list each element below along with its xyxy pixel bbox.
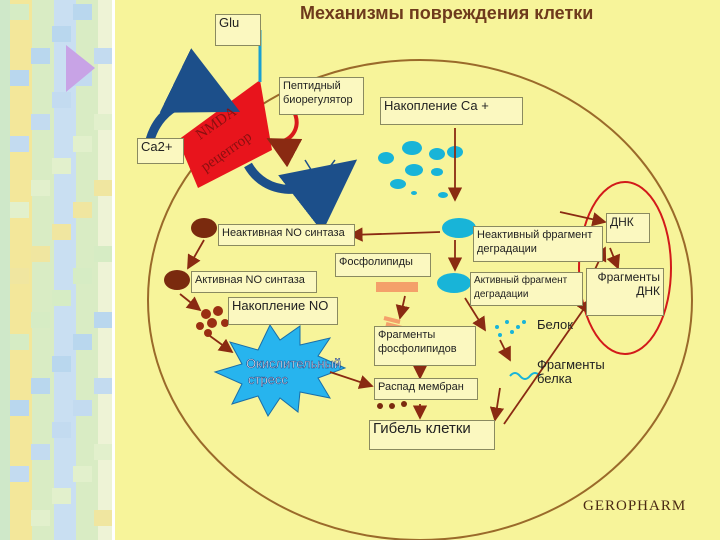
stripe-tile (31, 180, 50, 196)
cell-death-box: Гибель клетки (369, 420, 495, 450)
stripe-tile (31, 510, 50, 526)
stripe-tile (94, 444, 113, 460)
active-no-box: Активная NO синтаза (191, 271, 317, 293)
arrow-inactive-to-dna (559, 211, 607, 227)
phospholipid-bar (376, 282, 418, 292)
arrow-dna-to-death (503, 298, 592, 425)
cell-outline (147, 59, 693, 540)
stripe-tile (94, 48, 113, 64)
arrow-to-phospho-fragments (395, 295, 410, 320)
arrow-to-no-accum (179, 293, 202, 312)
stripe-tile (73, 400, 92, 416)
inactive-fragment-box: Неактивный фрагмент деградации (473, 226, 603, 262)
blocked-line-2 (304, 159, 336, 201)
phospholipid-fragments-box: Фрагменты фосфолипидов (374, 326, 476, 366)
decorative-stripe (0, 0, 115, 540)
stripe-tile (10, 268, 29, 284)
peptide-box: Пептидный биорегулятор (279, 77, 364, 115)
protein-fragments-wave (509, 372, 541, 380)
dna-fragments-box: Фрагменты ДНК (586, 268, 664, 316)
stripe-tile (31, 444, 50, 460)
dna-box: ДНК (606, 213, 650, 243)
inactive-fragment-dot (442, 218, 476, 238)
stripe-tile (94, 180, 113, 196)
stripe-tile (10, 70, 29, 86)
stripe-graphic (0, 0, 115, 540)
stripe-tile (31, 378, 50, 394)
protein-label: Белок (537, 317, 573, 332)
stripe-tile (10, 400, 29, 416)
calcium-ions (378, 141, 463, 198)
triangle-icon (66, 45, 95, 92)
stripe-tile (73, 136, 92, 152)
stripe-tile (94, 510, 113, 526)
arrow-activate-no (187, 239, 205, 270)
stripe-tile (52, 158, 71, 174)
ca-flow-arrow (244, 159, 358, 233)
active-fragment-dot (437, 273, 471, 293)
arrow-to-oxidative (209, 335, 234, 354)
regulator-arrow (266, 108, 303, 168)
stripe-tile (31, 114, 50, 130)
glu-box: Glu (215, 14, 261, 46)
dna-highlight-circle (578, 181, 672, 355)
arrow-stress-to-membrane (329, 371, 374, 389)
stripe-tile (94, 312, 113, 328)
inactive-no-dot (191, 218, 217, 238)
stripe-tile (73, 334, 92, 350)
membrane-breakdown-box: Распад мембран (374, 378, 478, 400)
protein-dots (495, 320, 526, 337)
oxidative-label-1: Окислительный (246, 356, 341, 371)
stripe-tile (73, 268, 92, 284)
stripe-tile (10, 4, 29, 20)
ca2-box: Ca2+ (137, 138, 184, 164)
stripe-tile (52, 422, 71, 438)
no-accumulation-box: Накопление NO (228, 297, 338, 325)
arrow-to-inactive-no (348, 227, 441, 242)
membrane-dots (377, 401, 407, 409)
stripe-tile (94, 246, 113, 262)
stripe-tile (94, 378, 113, 394)
stripe-tile (73, 4, 92, 20)
inactive-no-box: Неактивная NO синтаза (218, 224, 355, 246)
stripe-tile (94, 114, 113, 130)
stripe-tile (10, 334, 29, 350)
arrow-to-protein (464, 297, 486, 332)
stripe-tile (52, 290, 71, 306)
active-fragment-box: Активный фрагмент деградации (470, 272, 583, 306)
blocked-line-1 (304, 159, 331, 201)
stripe-tile (52, 26, 71, 42)
stripe-tile (10, 466, 29, 482)
active-no-dot (164, 270, 190, 290)
arrow-protein-to-death (489, 387, 505, 422)
stripe-tile (10, 202, 29, 218)
oxidative-stress-burst (213, 323, 347, 417)
ca-accumulation-box: Накопление Са + (380, 97, 523, 125)
protein-fragments-label: Фрагменты белка (537, 357, 605, 386)
ca-influx-arrow (145, 48, 241, 142)
stripe-tile (31, 312, 50, 328)
stripe-tile (73, 466, 92, 482)
phospholipids-box: Фосфолипиды (335, 253, 431, 277)
stripe-tile (10, 136, 29, 152)
slide-title: Механизмы повреждения клетки (300, 3, 594, 23)
oxidative-label-2: стресс (248, 372, 288, 387)
stripe-tile (31, 48, 50, 64)
stripe-tile (52, 488, 71, 504)
stripe-tile (52, 356, 71, 372)
arrow-dna-to-fragments (606, 247, 621, 270)
stripe-tile (73, 202, 92, 218)
geropharm-brand: GEROPHARM (583, 498, 687, 514)
nmda-receptor-shape (178, 80, 272, 188)
no-molecules (196, 306, 229, 337)
arrow-to-protein-fragments (497, 339, 511, 362)
stripe-tile (31, 246, 50, 262)
stripe-tile (52, 224, 71, 240)
stripe-tile (52, 92, 71, 108)
